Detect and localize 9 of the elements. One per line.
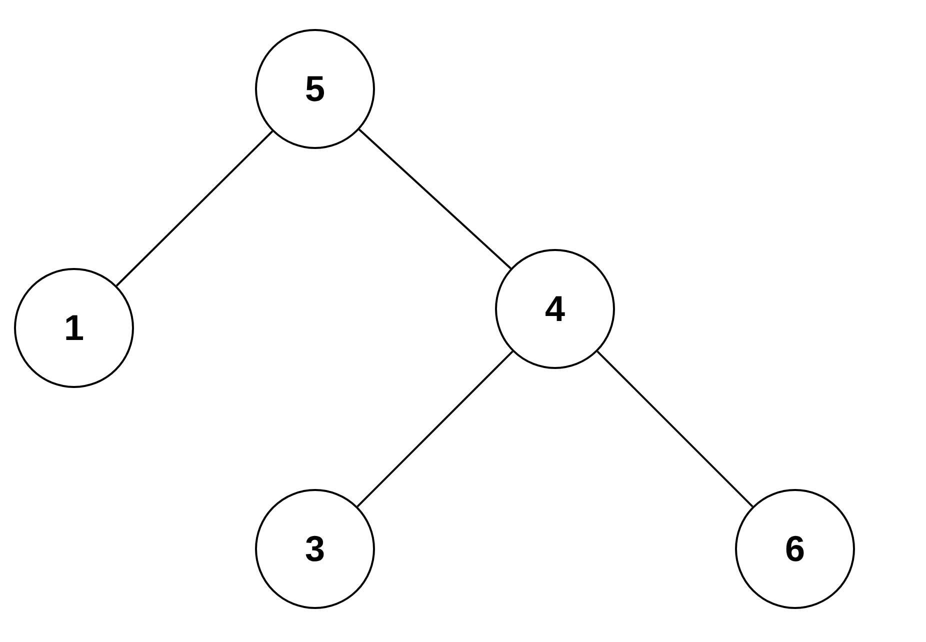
tree-edge-line: [116, 130, 274, 286]
tree-edge-line: [358, 128, 512, 270]
node-value: 5: [304, 68, 326, 110]
node-value: 6: [784, 528, 806, 570]
tree-edge-line: [356, 350, 514, 508]
node-value: 1: [64, 307, 84, 349]
node-value: 3: [304, 528, 326, 570]
tree-edge-line: [596, 350, 754, 508]
node-value: 4: [544, 288, 566, 330]
